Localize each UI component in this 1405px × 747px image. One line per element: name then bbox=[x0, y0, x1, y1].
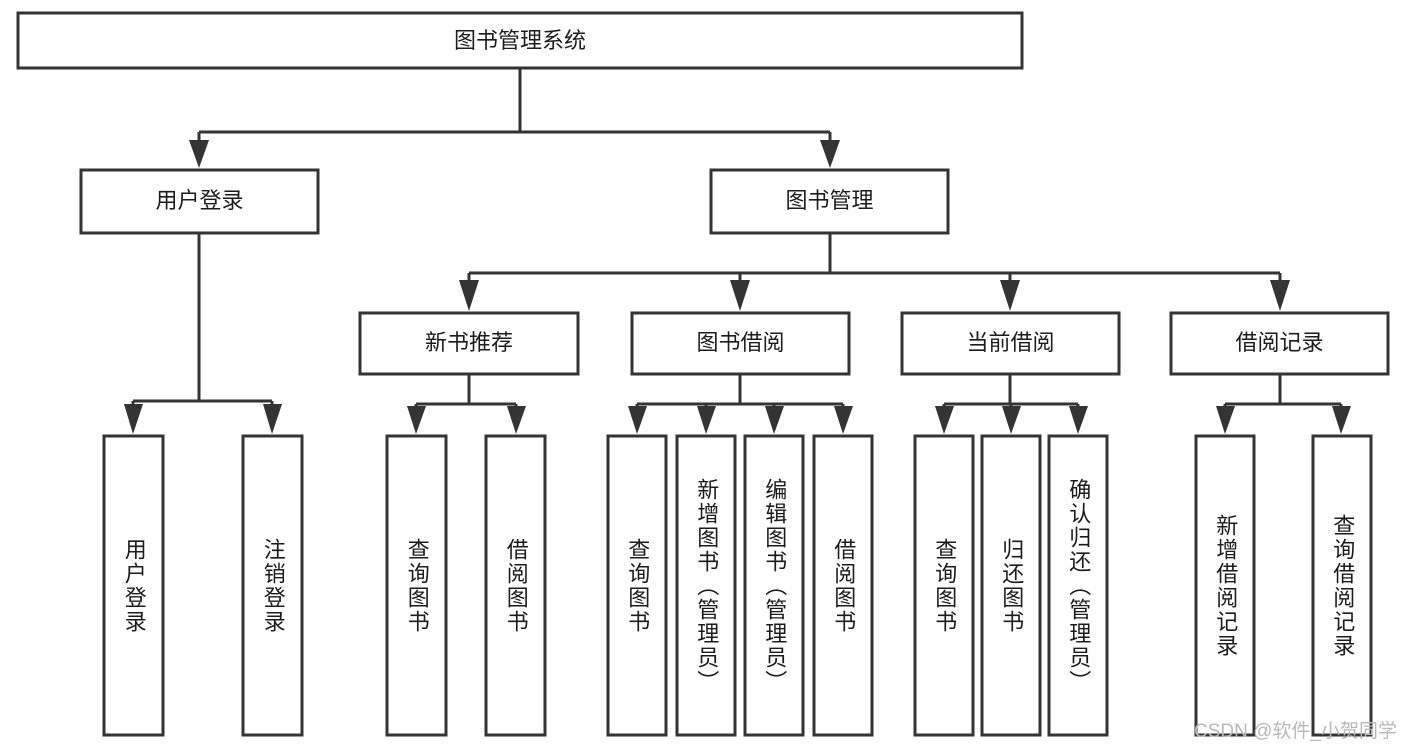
arrow-to-user-login bbox=[189, 140, 209, 168]
leaf-box-query-record[interactable] bbox=[1311, 434, 1373, 737]
arrow-to-leaf-query-book-2 bbox=[628, 406, 647, 434]
borrow-record-box[interactable] bbox=[1169, 311, 1390, 376]
user-login-box[interactable] bbox=[79, 168, 320, 235]
leaf-box-query-book-3[interactable] bbox=[913, 434, 975, 737]
node-root[interactable]: 图书管理系统 bbox=[16, 11, 1024, 70]
arrow-to-book-manage bbox=[820, 140, 840, 168]
current-borrow-label: 当前借阅 bbox=[966, 330, 1054, 355]
arrow-to-leaf-logout bbox=[263, 404, 282, 434]
connector-group-recommend-to-leaves bbox=[407, 374, 526, 434]
leaf-box-confirm-return[interactable] bbox=[1047, 434, 1109, 737]
arrow-to-leaf-confirm-return bbox=[1069, 406, 1088, 434]
leaf-box-user-login[interactable] bbox=[102, 434, 165, 737]
arrow-to-leaf-edit-book bbox=[765, 406, 784, 434]
connector-group-book-borrow-to-leaves bbox=[628, 374, 853, 434]
node-book-manage[interactable]: 图书管理 bbox=[709, 168, 950, 235]
arrow-to-current-borrow bbox=[1000, 280, 1020, 311]
leaf-box-borrow-book-1[interactable] bbox=[484, 434, 547, 737]
node-current-borrow[interactable]: 当前借阅 bbox=[900, 311, 1121, 376]
connector-group-book-manage-to-level3 bbox=[459, 233, 1290, 311]
leaf-box-logout[interactable] bbox=[241, 434, 304, 737]
arrow-to-leaf-user-login bbox=[124, 404, 143, 434]
node-borrow-record[interactable]: 借阅记录 bbox=[1169, 311, 1390, 376]
arrow-to-leaf-add-book bbox=[697, 406, 716, 434]
arrow-to-leaf-borrow-book-1 bbox=[507, 406, 526, 434]
arrow-to-book-borrow bbox=[730, 280, 750, 311]
connector-group-current-borrow-to-leaves bbox=[935, 374, 1088, 434]
connector-group-root-to-level2 bbox=[189, 68, 840, 168]
leaf-box-borrow-book-2[interactable] bbox=[812, 434, 874, 737]
leaf-boxes-group bbox=[102, 434, 1373, 737]
book-borrow-box[interactable] bbox=[630, 311, 851, 376]
csdn-watermark: CSDN @软件_小贺同学 bbox=[1194, 721, 1397, 742]
new-book-recommend-box[interactable] bbox=[358, 311, 580, 376]
leaf-box-query-book-2[interactable] bbox=[606, 434, 668, 737]
leaf-box-return-book[interactable] bbox=[980, 434, 1042, 737]
book-borrow-label: 图书借阅 bbox=[696, 330, 784, 355]
node-new-book-recommend[interactable]: 新书推荐 bbox=[358, 311, 580, 376]
book-manage-box[interactable] bbox=[709, 168, 950, 235]
new-book-recommend-label: 新书推荐 bbox=[425, 330, 513, 355]
user-login-label: 用户登录 bbox=[155, 188, 243, 213]
connector-group-borrow-record-to-leaves bbox=[1216, 374, 1351, 434]
arrow-to-leaf-add-record bbox=[1216, 406, 1235, 434]
root-box[interactable] bbox=[16, 11, 1024, 70]
arrow-to-leaf-query-book-1 bbox=[407, 406, 426, 434]
leaf-box-edit-book[interactable] bbox=[743, 434, 805, 737]
arrow-to-leaf-query-book-3 bbox=[935, 406, 954, 434]
book-manage-label: 图书管理 bbox=[785, 188, 873, 213]
arrow-to-new-book-recommend bbox=[459, 280, 479, 311]
arrow-to-leaf-return-book bbox=[1002, 406, 1021, 434]
borrow-record-label: 借阅记录 bbox=[1235, 330, 1323, 355]
current-borrow-box[interactable] bbox=[900, 311, 1121, 376]
arrow-to-borrow-record bbox=[1270, 280, 1290, 311]
root-label: 图书管理系统 bbox=[454, 28, 586, 53]
leaf-box-add-book[interactable] bbox=[675, 434, 737, 737]
leaf-box-add-record[interactable] bbox=[1194, 434, 1256, 737]
arrow-to-leaf-query-record bbox=[1332, 406, 1351, 434]
leaf-box-query-book-1[interactable] bbox=[385, 434, 448, 737]
connector-group-user-login-to-leaves bbox=[124, 233, 282, 434]
node-user-login[interactable]: 用户登录 bbox=[79, 168, 320, 235]
arrow-to-leaf-borrow-book-2 bbox=[834, 406, 853, 434]
node-book-borrow[interactable]: 图书借阅 bbox=[630, 311, 851, 376]
